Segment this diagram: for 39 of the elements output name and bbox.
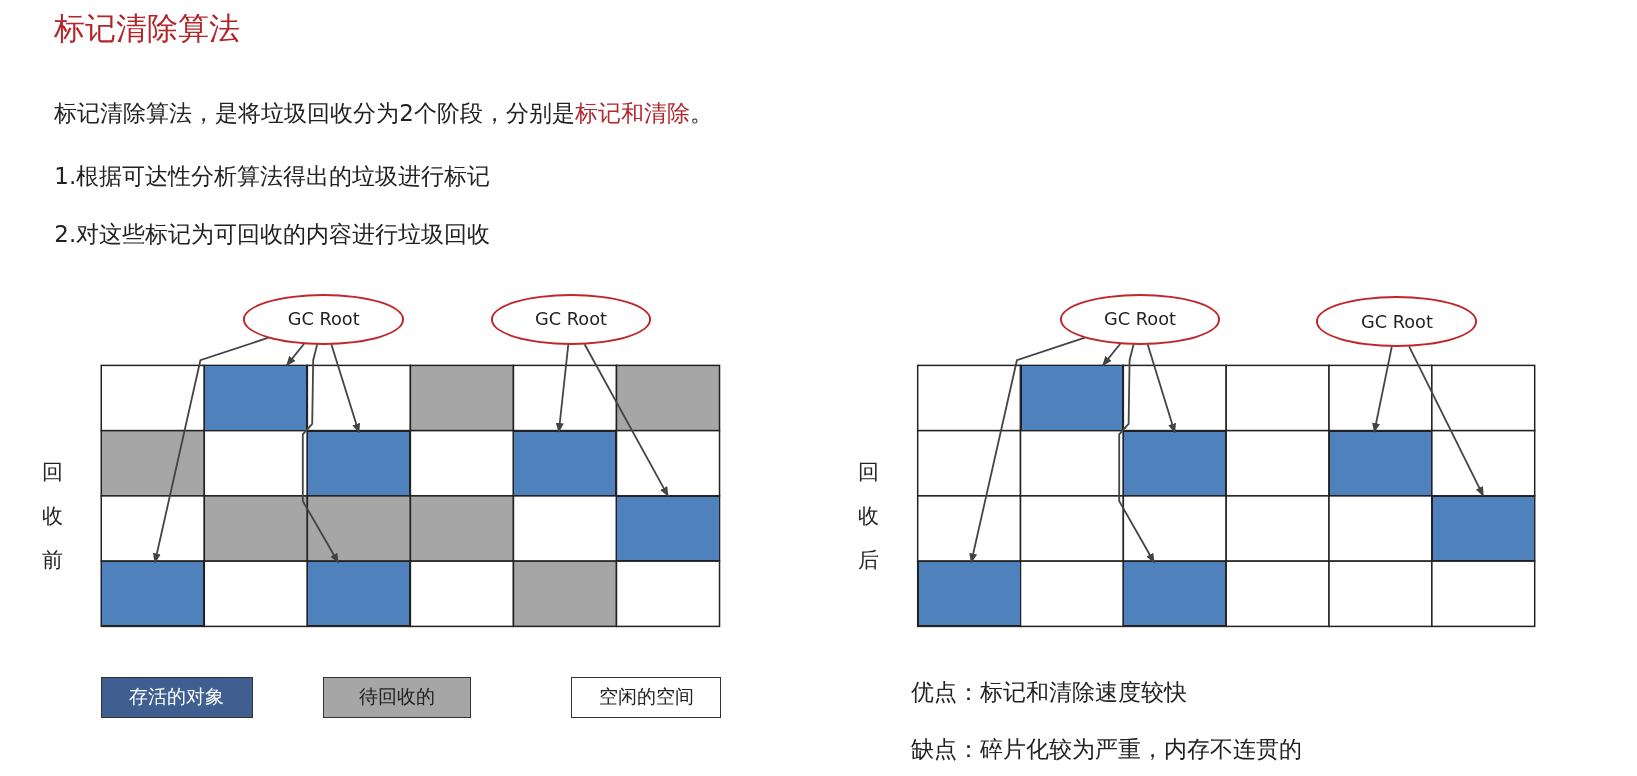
root-label: GC Root [287, 309, 360, 330]
object-cell [307, 561, 411, 627]
text-paragraph: 标记清除算法，是将垃圾回收分为2个阶段，分别是标记和清除。 [54, 99, 713, 129]
disadvantage-note: 缺点：碎片化较为严重，内存不连贯的 [911, 734, 1303, 764]
object-cell [307, 430, 411, 496]
arrow [969, 336, 1086, 564]
object-cell [513, 430, 617, 496]
legend-label: 空闲的空间 [598, 685, 694, 710]
advantage-note: 优点：标记和清除速度较快 [911, 677, 1188, 707]
root-label: GC Root [535, 309, 608, 330]
arrow [330, 343, 361, 434]
arrow [1146, 343, 1176, 434]
legend-label: 待回收的 [358, 685, 435, 710]
axis-label: 回收后 [858, 459, 880, 574]
object-cell [101, 561, 205, 627]
object-cell [204, 365, 308, 431]
object-cell [616, 495, 720, 562]
root-label: GC Root [1104, 309, 1176, 330]
legend-label: 存活的对象 [129, 685, 225, 710]
object-cell [1020, 365, 1124, 431]
arrow [1372, 345, 1393, 433]
object-cell [1329, 430, 1432, 496]
root-label: GC Root [1360, 311, 1433, 332]
arrow [285, 342, 305, 367]
arrow [1118, 343, 1156, 564]
axis-label: 回收前 [41, 459, 63, 574]
arrow [301, 343, 340, 564]
object-cell [917, 561, 1021, 627]
text-paragraph: 2.对这些标记为可回收的内容进行垃圾回收 [54, 220, 491, 250]
object-cell [1431, 495, 1535, 562]
arrow [1408, 345, 1485, 497]
text-paragraph: 1.根据可达性分析算法得出的垃圾进行标记 [54, 161, 491, 191]
arrow [1101, 342, 1122, 367]
object-cell [1123, 561, 1227, 627]
slide-title: 标记清除算法 [54, 9, 241, 49]
arrow [152, 336, 270, 564]
object-cell [1123, 430, 1227, 496]
arrow [583, 343, 669, 497]
arrow [555, 343, 570, 433]
